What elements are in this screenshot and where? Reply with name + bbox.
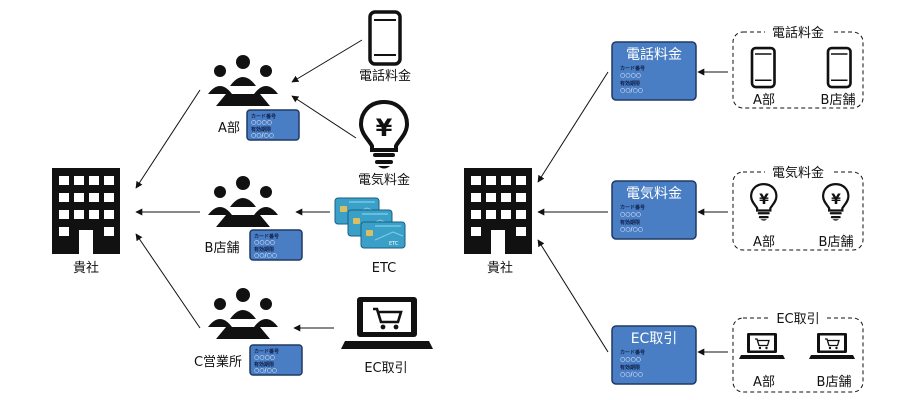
svg-text:○○/○○: ○○/○○ xyxy=(251,132,274,139)
svg-text:B店舗: B店舗 xyxy=(821,93,856,108)
group-electric: 電気料金 ¥ ¥ A部 B店舗 xyxy=(732,164,864,251)
svg-text:電気料金: 電気料金 xyxy=(772,165,824,181)
svg-text:○○○○: ○○○○ xyxy=(251,119,272,126)
svg-text:有効期限: 有効期限 xyxy=(251,126,272,133)
group-laptop-icon-b xyxy=(808,332,856,360)
svg-text:電話料金: 電話料金 xyxy=(626,46,682,63)
phone-icon xyxy=(368,10,402,66)
card-ec-transaction: EC取引 カード番号 ○○○○ 有効期限 ○○/○○ xyxy=(611,325,697,385)
etc-card-icon xyxy=(334,197,406,249)
group-laptop-icon-a xyxy=(738,332,786,360)
branch-a-label: A部 xyxy=(218,121,240,136)
svg-text:電話料金: 電話料金 xyxy=(772,25,824,41)
source-ec-label: EC取引 xyxy=(364,361,407,376)
group-ec: EC取引 A部 B店舗 xyxy=(732,310,864,393)
source-electric-label: 電気料金 xyxy=(358,172,410,188)
svg-text:有効期限: 有効期限 xyxy=(620,219,641,226)
svg-text:電気料金: 電気料金 xyxy=(626,186,682,202)
svg-text:A部: A部 xyxy=(753,375,775,390)
right-arrows xyxy=(537,68,728,356)
yen-icon: ¥ xyxy=(376,114,393,142)
card-phone-fee: 電話料金 カード番号 ○○○○ 有効期限 ○○/○○ xyxy=(611,41,697,101)
branch-a-card: カード番号 ○○○○ 有効期限 ○○/○○ xyxy=(246,109,300,141)
group-phone: 電話料金 A部 B店舗 xyxy=(732,24,864,109)
svg-text:カード番号: カード番号 xyxy=(254,348,279,355)
svg-text:○○/○○: ○○/○○ xyxy=(254,252,277,259)
left-arrows xyxy=(135,39,363,332)
svg-text:有効期限: 有効期限 xyxy=(254,361,275,368)
branch-c-meeting-icon xyxy=(208,288,278,339)
svg-text:カード番号: カード番号 xyxy=(620,349,645,356)
branch-b-meeting-icon xyxy=(208,176,278,227)
right-company-label: 貴社 xyxy=(487,260,513,276)
svg-text:有効期限: 有効期限 xyxy=(620,364,641,371)
svg-text:有効期限: 有効期限 xyxy=(620,80,641,87)
svg-text:EC取引: EC取引 xyxy=(631,331,678,347)
svg-text:カード番号: カード番号 xyxy=(620,65,645,72)
branch-b-label: B店舗 xyxy=(205,241,240,256)
svg-text:○○○○: ○○○○ xyxy=(620,72,641,79)
svg-text:○○○○: ○○○○ xyxy=(620,211,641,218)
svg-text:A部: A部 xyxy=(753,235,775,250)
svg-text:カード番号: カード番号 xyxy=(251,113,276,120)
svg-text:¥: ¥ xyxy=(831,192,841,208)
group-phone-icon-b xyxy=(826,46,852,89)
branch-b-card: カード番号 ○○○○ 有効期限 ○○/○○ xyxy=(249,229,303,261)
svg-text:○○○○: ○○○○ xyxy=(620,356,641,363)
source-etc-label: ETC xyxy=(372,261,396,276)
svg-text:A部: A部 xyxy=(753,93,775,108)
svg-text:B店舗: B店舗 xyxy=(817,375,852,390)
svg-text:○○/○○: ○○/○○ xyxy=(620,226,643,233)
left-company-building xyxy=(52,168,120,254)
svg-text:○○○○: ○○○○ xyxy=(254,354,275,361)
branch-c-label: C営業所 xyxy=(194,354,242,370)
branch-a-meeting-icon xyxy=(208,55,278,106)
svg-text:○○/○○: ○○/○○ xyxy=(620,371,643,378)
svg-text:カード番号: カード番号 xyxy=(254,233,279,240)
svg-text:カード番号: カード番号 xyxy=(620,204,645,211)
source-phone-label: 電話料金 xyxy=(359,68,411,84)
group-phone-icon-a xyxy=(750,46,776,89)
card-electric-fee: 電気料金 カード番号 ○○○○ 有効期限 ○○/○○ xyxy=(611,180,697,240)
svg-text:有効期限: 有効期限 xyxy=(254,246,275,253)
svg-text:○○/○○: ○○/○○ xyxy=(620,87,643,94)
right-company-building xyxy=(464,168,532,254)
left-company-label: 貴社 xyxy=(73,260,99,276)
svg-text:B店舗: B店舗 xyxy=(819,235,854,250)
svg-text:○○○○: ○○○○ xyxy=(254,239,275,246)
svg-text:EC取引: EC取引 xyxy=(776,312,819,327)
branch-c-card: カード番号 ○○○○ 有効期限 ○○/○○ xyxy=(249,344,303,376)
laptop-cart-icon xyxy=(339,295,435,351)
svg-text:¥: ¥ xyxy=(759,192,769,208)
svg-text:○○/○○: ○○/○○ xyxy=(254,367,277,374)
